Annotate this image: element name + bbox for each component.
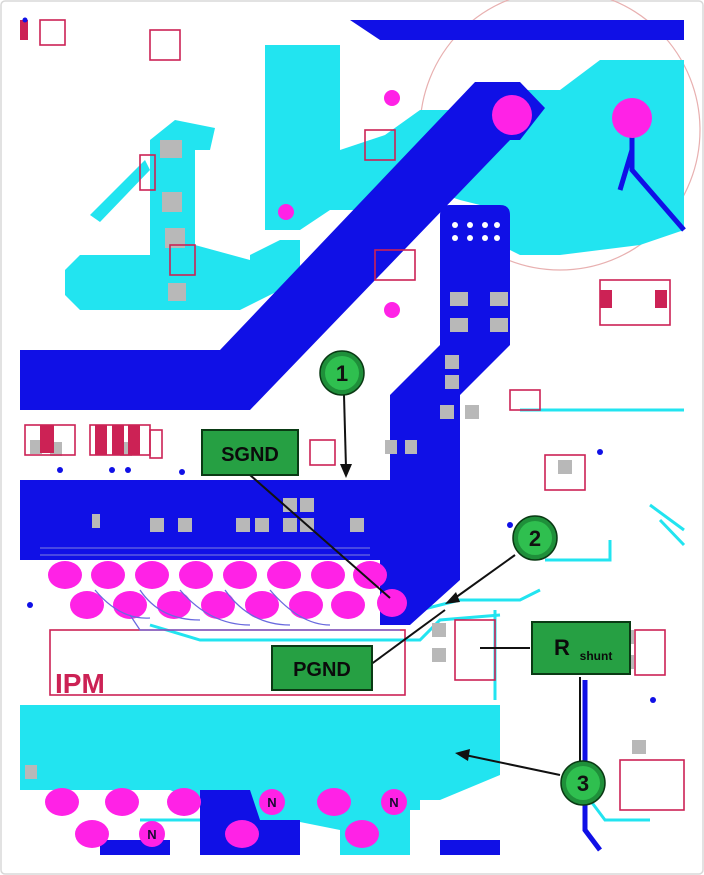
- rshunt-subscript: shunt: [580, 649, 613, 663]
- sgnd-label-box: SGND: [201, 429, 299, 476]
- marker-1: 1: [319, 350, 365, 396]
- bottom-pads: [45, 788, 407, 848]
- rshunt-label: R: [554, 635, 570, 660]
- n-mark-3: N: [389, 795, 398, 810]
- pin-link-traces: [40, 547, 400, 631]
- blue-ground-plane: [20, 205, 510, 625]
- n-marks: N N N: [147, 795, 398, 842]
- sgnd-label: SGND: [221, 444, 279, 466]
- small-vias: [22, 17, 656, 703]
- pgnd-label: PGND: [293, 659, 351, 681]
- callout-leaders: [249, 394, 581, 776]
- marker-2-number: 2: [529, 526, 541, 551]
- vias-grid: [452, 222, 500, 241]
- blue-top-trace: [350, 20, 684, 40]
- marker-3-number: 3: [577, 771, 589, 796]
- marker-2: 2: [512, 515, 558, 561]
- n-mark-1: N: [267, 795, 276, 810]
- cyan-pour-left: [65, 120, 300, 310]
- arrow-heads: [340, 464, 470, 761]
- blue-bottom-right: [440, 840, 500, 855]
- blue-diagonal-trace: [20, 82, 545, 410]
- rshunt-label-box: R shunt: [531, 621, 631, 675]
- thru-hole-pads: [278, 90, 652, 318]
- ipm-pin-pads: [48, 561, 407, 619]
- cyan-pour-bottom: [20, 705, 500, 855]
- marker-3: 3: [560, 760, 606, 806]
- n-mark-2: N: [147, 827, 156, 842]
- cyan-trace-diag: [90, 160, 150, 222]
- marker-1-number: 1: [336, 361, 348, 386]
- ipm-label: IPM: [55, 668, 105, 699]
- silkscreen-solid: [20, 20, 667, 455]
- pgnd-label-box: PGND: [271, 645, 373, 691]
